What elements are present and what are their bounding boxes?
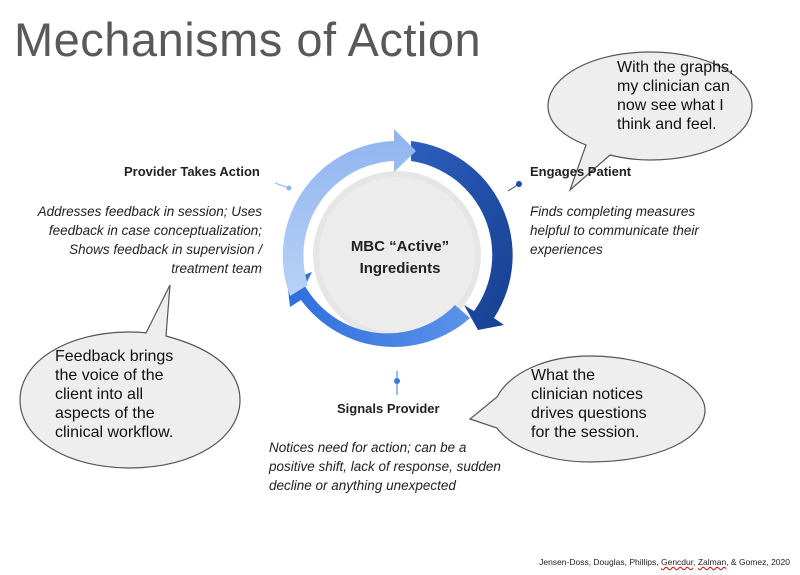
- citation-part: Zalman: [697, 557, 727, 567]
- desc-line: feedback in case conceptualization;: [48, 223, 262, 238]
- desc-line: positive shift, lack of response, sudden: [269, 459, 501, 474]
- citation-part: , & Gomez, 2020: [726, 557, 790, 567]
- desc-line: decline or anything unexpected: [269, 478, 456, 493]
- bubble-line: for the session.: [531, 424, 640, 441]
- stage-label-provider-action: Provider Takes Action: [124, 164, 260, 179]
- citation-part: ,: [693, 557, 698, 567]
- desc-line: treatment team: [171, 261, 262, 276]
- bubble-line: now see what I: [617, 97, 724, 114]
- bubble-line: With the graphs,: [617, 59, 734, 76]
- bubble-line: think and feel.: [617, 116, 717, 133]
- desc-line: Finds completing measures: [530, 204, 696, 219]
- desc-line: helpful to communicate their: [530, 223, 699, 238]
- stage-label-signals-provider: Signals Provider: [337, 401, 440, 416]
- desc-line: experiences: [530, 242, 603, 257]
- arc-signals-provider: [287, 272, 470, 347]
- stage-desc-engages-patient: Finds completing measures helpful to com…: [530, 202, 760, 259]
- bubble-line: drives questions: [531, 405, 647, 422]
- stage-desc-signals-provider: Notices need for action; can be a positi…: [269, 438, 529, 495]
- citation: Jensen-Doss, Douglas, Phillips, Gencdur,…: [539, 557, 790, 567]
- bubble-bottom-right-text: What the clinician notices drives questi…: [531, 366, 647, 442]
- bubble-top-right-shape: [547, 51, 753, 192]
- bubble-line: the voice of the: [55, 367, 164, 384]
- stage-desc-provider-action: Addresses feedback in session; Uses feed…: [18, 202, 262, 278]
- bubble-line: clinician notices: [531, 386, 644, 403]
- center-line-1: MBC “Active”: [350, 238, 450, 255]
- desc-line: Notices need for action; can be a: [269, 440, 467, 455]
- bubble-line: client into all: [55, 386, 144, 403]
- bubble-line: aspects of the: [55, 405, 155, 422]
- bubble-line: What the: [531, 367, 596, 384]
- citation-part: Jensen-Doss, Douglas, Phillips,: [539, 557, 661, 567]
- bubble-line: clinical workflow.: [55, 424, 174, 441]
- arc-provider-takes-action: [282, 129, 416, 296]
- page-title: Mechanisms of Action: [14, 13, 482, 66]
- bubble-left-text: Feedback brings the voice of the client …: [55, 347, 173, 442]
- desc-line: Shows feedback in supervision /: [69, 242, 262, 257]
- bubble-left-shape: [19, 284, 241, 469]
- stage-label-engages-patient: Engages Patient: [530, 164, 632, 179]
- bubble-line: my clinician can: [617, 78, 730, 95]
- arc-engages-patient: [411, 141, 513, 330]
- desc-line: Addresses feedback in session; Uses: [37, 204, 262, 219]
- bubble-line: Feedback brings: [55, 348, 174, 365]
- center-label: MBC “Active” Ingredients: [330, 236, 470, 280]
- bubble-bottom-right-shape: [468, 355, 706, 463]
- citation-part: Gencdur: [660, 557, 694, 567]
- center-disc-inner: [319, 177, 475, 333]
- center-line-2: Ingredients: [359, 260, 441, 277]
- bubble-top-right-text: With the graphs, my clinician can now se…: [617, 58, 734, 134]
